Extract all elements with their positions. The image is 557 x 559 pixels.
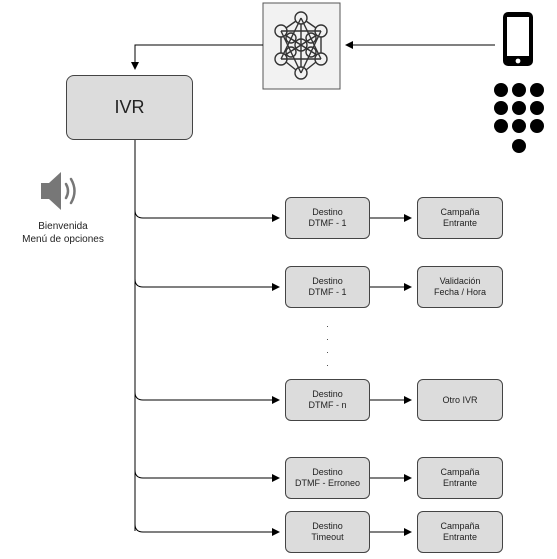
result-box: Validación Fecha / Hora — [417, 266, 503, 308]
result-line1: Otro IVR — [442, 394, 478, 405]
ivr-to-dest-arrow — [134, 523, 280, 536]
network-node-icon — [262, 2, 341, 90]
ivr-to-dest-arrow — [134, 278, 280, 291]
result-box: Campaña Entrante — [417, 511, 503, 553]
ellipsis-dot: · — [326, 321, 329, 331]
result-box: Otro IVR — [417, 379, 503, 421]
ivr-to-dest-arrow — [134, 391, 280, 404]
result-box: Campaña Entrante — [417, 197, 503, 239]
result-line2: Entrante — [442, 478, 478, 488]
result-line2: Entrante — [442, 218, 478, 228]
result-line2: Entrante — [442, 532, 478, 542]
dest-line2: DTMF - 1 — [308, 218, 347, 228]
result-line1: Campaña — [440, 207, 480, 217]
dest-box: Destino DTMF - Erroneo — [285, 457, 370, 499]
result-line1: Campaña — [440, 467, 480, 477]
dest-line1: Destino — [312, 467, 343, 477]
result-line1: Validación — [439, 276, 481, 286]
ellipsis-dot: · — [326, 360, 329, 370]
dest-line1: Destino — [312, 389, 343, 399]
node-to-ivr-arrow — [131, 44, 263, 70]
greeting-line1: Bienvenida — [38, 221, 88, 232]
dest-line2: DTMF - 1 — [308, 287, 347, 297]
dest-box: Destino DTMF - 1 — [285, 266, 370, 308]
result-line1: Campaña — [440, 521, 480, 531]
dest-line2: DTMF - n — [308, 400, 347, 410]
result-line2: Fecha / Hora — [433, 287, 487, 297]
ellipsis-dots: · · · · — [326, 320, 329, 372]
dest-box: Destino DTMF - n — [285, 379, 370, 421]
dest-line1: Destino — [312, 521, 343, 531]
greeting-line2: Menú de opciones — [22, 234, 104, 245]
ivr-to-dest-arrow — [134, 469, 280, 482]
greeting-label: Bienvenida Menú de opciones — [14, 220, 112, 246]
result-box: Campaña Entrante — [417, 457, 503, 499]
ellipsis-dot: · — [326, 334, 329, 344]
dest-box: Destino DTMF - 1 — [285, 197, 370, 239]
dest-box: Destino Timeout — [285, 511, 370, 553]
dest-line2: DTMF - Erroneo — [294, 478, 360, 488]
smartphone-icon — [503, 12, 533, 66]
ivr-label: IVR — [114, 97, 145, 117]
ivr-to-dest-arrow — [134, 209, 280, 222]
keypad-icon — [494, 83, 544, 153]
dest-line2: Timeout — [311, 532, 344, 542]
ellipsis-dot: · — [326, 347, 329, 357]
dest-line1: Destino — [312, 276, 343, 286]
ivr-box: IVR — [66, 75, 193, 140]
speaker-icon — [41, 172, 76, 210]
dest-line1: Destino — [312, 207, 343, 217]
